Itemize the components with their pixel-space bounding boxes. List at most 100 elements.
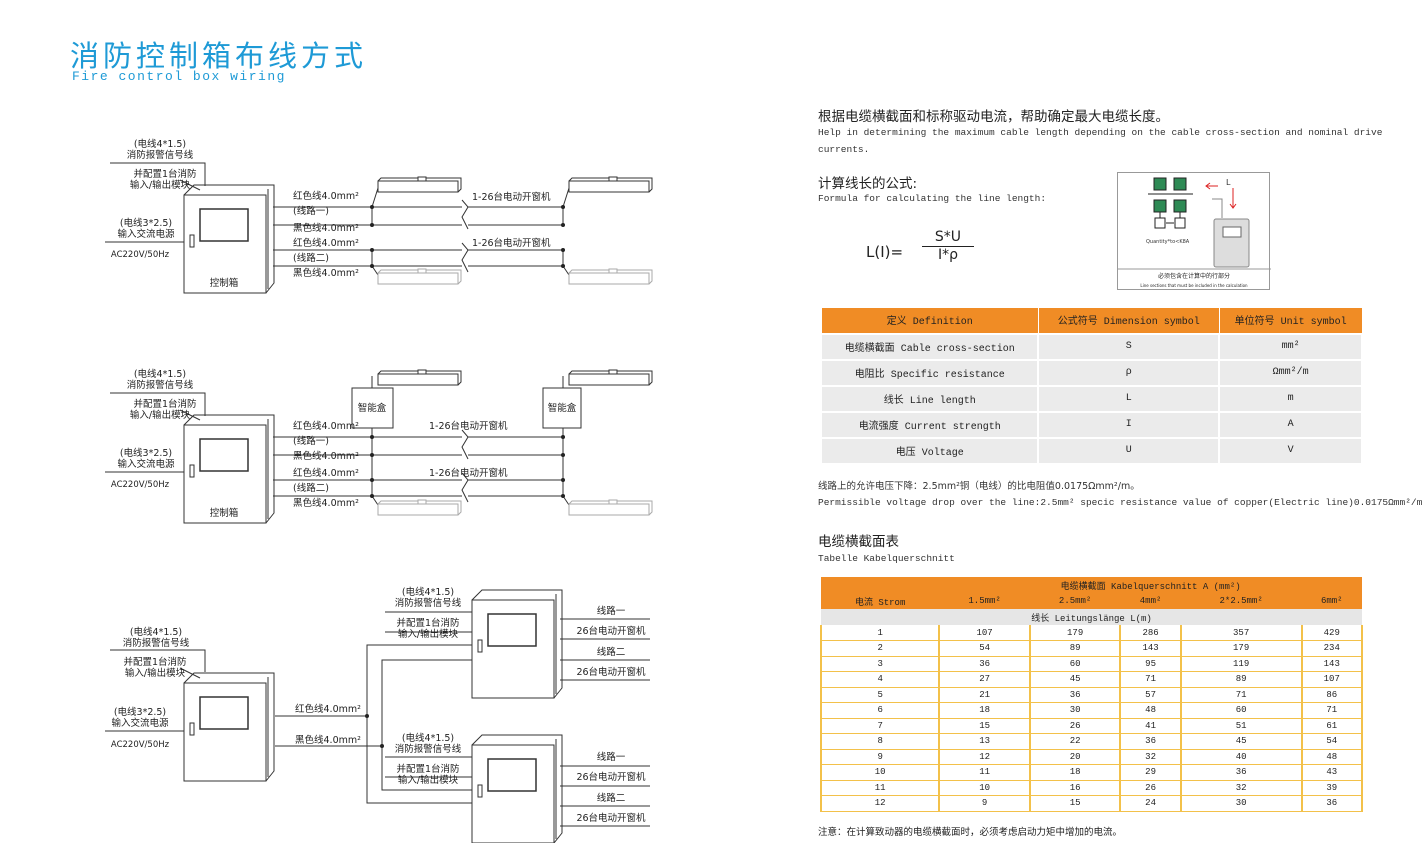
column-header: 单位符号 Unit symbol (1218, 307, 1363, 334)
label: 红色线4.0mm² (293, 190, 359, 202)
table-cell: 线长 Line length (819, 384, 1040, 413)
table-cell: 16 (1028, 780, 1121, 796)
table-cell: 61 (1300, 718, 1364, 734)
table-cell: I (1037, 410, 1221, 439)
table-cell: 电缆横截面 Cable cross-section (819, 332, 1040, 361)
smart-box (542, 387, 582, 429)
label: 线路二 (597, 646, 626, 658)
table-cell: 9 (938, 795, 1030, 812)
quantity-label: Quantity*to<K8A (1146, 239, 1190, 245)
control-box (471, 589, 563, 699)
formula-denominator: I*ρ (937, 247, 958, 263)
column-header: 4mm² (1120, 593, 1181, 609)
table-cell: 36 (1119, 733, 1181, 750)
table-cell: 43 (1300, 764, 1364, 781)
table-cell: mm² (1218, 332, 1363, 361)
column-header: 公式符号 Dimension symbol (1037, 307, 1220, 334)
column-header: 电流 Strom (821, 593, 940, 609)
table-cell: 36 (938, 656, 1030, 672)
table-cell: 29 (1119, 764, 1181, 781)
intro-zh: 根据电缆横截面和标称驱动电流，帮助确定最大电缆长度。 (818, 109, 1169, 125)
table-cell: 39 (1300, 780, 1364, 796)
column-header: 1.5mm² (939, 593, 1030, 609)
table-cell: 143 (1300, 656, 1364, 672)
label: 26台电动开窗机 (576, 812, 646, 824)
label: (电线3*2.5) (120, 447, 172, 459)
label: 并配置1台消防 (396, 763, 460, 775)
label: 红色线4.0mm² (293, 467, 359, 479)
formula-heading: 计算线长的公式: (818, 176, 918, 192)
table-cell: U (1037, 436, 1221, 465)
table-cell: 71 (1179, 687, 1302, 703)
table-cell: A (1218, 410, 1363, 439)
smart-box-label: 智能盒 (358, 402, 387, 414)
table-cell: 357 (1179, 625, 1302, 641)
table-cell: m (1218, 384, 1363, 413)
label: 输入/输出模块 (125, 667, 186, 679)
page-title: 消防控制箱布线方式 (70, 39, 368, 73)
intro-en-cont: currents. (818, 144, 870, 155)
label: 红色线4.0mm² (293, 420, 359, 432)
group-header: 电缆横截面 Kabelquerschnitt A (mm²) (939, 577, 1362, 593)
label: 黑色线4.0mm² (293, 267, 359, 279)
table-cell: 54 (1300, 733, 1364, 750)
table-cell: 45 (1028, 671, 1121, 688)
label: (线路一) (293, 435, 329, 447)
table-cell: 429 (1300, 625, 1364, 641)
table-cell: 36 (1179, 764, 1302, 781)
label: (电线3*2.5) (114, 706, 166, 718)
wiring-illustration: L Quantity*to<K8A 必须包含在计算中的行部分 Line sect… (1118, 177, 1271, 288)
label: 消防报警信号线 (395, 597, 462, 609)
table-cell: 电阻比 Specific resistance (819, 358, 1040, 387)
table-cell: 60 (1179, 702, 1302, 719)
table-cell: 32 (1119, 749, 1181, 765)
label: (电线4*1.5) (402, 732, 454, 744)
table-cell: 36 (1300, 795, 1364, 812)
label: (电线4*1.5) (134, 138, 186, 150)
table-cell: 54 (938, 640, 1030, 657)
table-cell: 22 (1028, 733, 1121, 750)
table-cell: 48 (1300, 749, 1364, 765)
table-cell: ρ (1037, 358, 1221, 387)
table-cell: 95 (1119, 656, 1181, 672)
label: AC220V/50Hz (111, 740, 170, 750)
table-cell: 电压 Voltage (819, 436, 1040, 465)
label: 并配置1台消防 (133, 168, 197, 180)
table-cell: 48 (1119, 702, 1181, 719)
table-cell: 86 (1300, 687, 1364, 703)
intro-en: Help in determining the maximum cable le… (818, 127, 1383, 138)
formula-heading-en: Formula for calculating the line length: (818, 193, 1047, 204)
control-box (183, 672, 275, 782)
label: 1-26台电动开窗机 (429, 420, 508, 432)
table-cell: 89 (1179, 671, 1302, 688)
label: 控制箱 (210, 507, 239, 519)
window-motor (568, 268, 653, 285)
label: 输入交流电源 (117, 458, 175, 470)
caption-zh: 必须包含在计算中的行部分 (1158, 272, 1230, 280)
voltage-note-en: Permissible voltage drop over the line:2… (818, 497, 1424, 508)
table-cell: 5 (819, 687, 940, 703)
table-cell: 60 (1028, 656, 1121, 672)
voltage-note-zh: 线路上的允许电压下降：2.5mm²铜（电线）的比电阻值0.0175Ωmm²/m。 (818, 481, 1140, 492)
label: 黑色线4.0mm² (293, 497, 359, 509)
label: 黑色线4.0mm² (293, 222, 359, 234)
table-cell: 18 (1028, 764, 1121, 781)
table-cell: 15 (1028, 795, 1121, 812)
column-header: 2.5mm² (1029, 593, 1121, 609)
window-motor (377, 369, 462, 386)
label: 红色线4.0mm² (295, 703, 361, 715)
label: 输入/输出模块 (130, 409, 191, 421)
table-cell: 143 (1119, 640, 1181, 657)
column-header: 6mm² (1301, 593, 1362, 609)
table-cell: 18 (938, 702, 1030, 719)
